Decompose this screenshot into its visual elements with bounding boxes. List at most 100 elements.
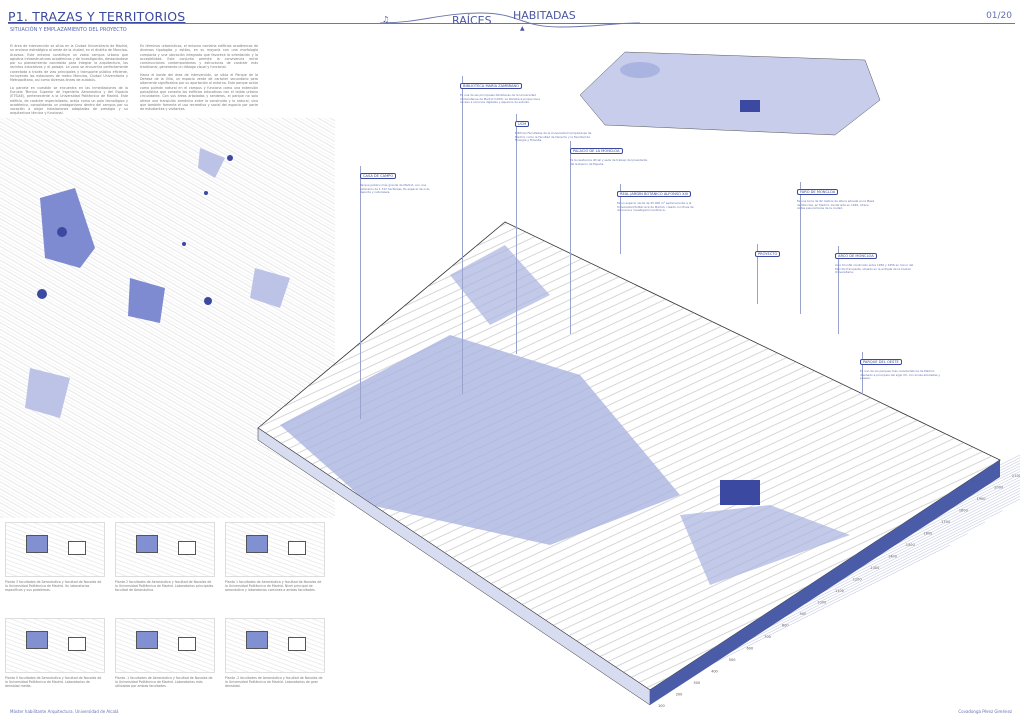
landmark-label: REAL JARDÍN BOTÁNICO ALFONSO XIII (617, 191, 691, 197)
birds-icon: ♫ (382, 15, 389, 24)
landmark-callout: ARCO DE MONCLOA Arco triunfal construido … (835, 242, 915, 275)
raices-heading: RAÍCES (452, 14, 492, 27)
landmark-label: UCM (515, 121, 530, 127)
altitude-label: 1600 (924, 532, 933, 536)
plan-caption: Planta 1 facultades de Aeronáutica y fac… (225, 580, 322, 592)
location-marker (57, 227, 67, 237)
floor-plan: Planta -2 facultades de Aeronáutica y fa… (225, 618, 325, 688)
leader-line (620, 184, 621, 254)
altitude-label: 1100 (835, 589, 844, 593)
altitude-label: 1300 (870, 566, 879, 570)
floor-plan: Planta 3 facultades de Aeronáutica y fac… (5, 522, 105, 592)
landmark-callout: PROYECTO (755, 240, 835, 262)
terrain-side-right (650, 460, 1000, 705)
location-marker (37, 289, 47, 299)
plan-drawing (115, 522, 215, 577)
landmark-callout: PALACIO DE LA MONCLOA Es la residencia of… (570, 137, 650, 166)
landmark-description: Es un espacio verde de 25.000 m² pertene… (617, 201, 694, 213)
altitude-label: 1000 (817, 601, 826, 605)
altitude-label: 900 (800, 612, 807, 616)
leader-line (516, 114, 517, 354)
intro-paragraph: Hacia el borde del área de intervención,… (140, 72, 258, 112)
intro-text-col1: El área de intervención se sitúa en la C… (10, 44, 128, 116)
leader-line (462, 76, 463, 394)
page-subtitle: SITUACIÓN Y EMPLAZAMIENTO DEL PROYECTO (10, 27, 127, 33)
intro-paragraph: En términos urbanísticos, el entorno com… (140, 44, 258, 70)
leader-line (800, 182, 801, 314)
altitude-label: 600 (747, 647, 754, 651)
plan-drawing (225, 522, 325, 577)
landmark-callout: FARO DE MONCLOA Es una torre de 92 metros… (797, 178, 877, 211)
header-rule (8, 23, 1015, 24)
landmark-callout: CASA DE CAMPO Parque público más grande d… (360, 162, 440, 195)
location-marker (227, 155, 233, 161)
plan-caption: Planta 0 facultades de Aeronáutica y fac… (5, 676, 102, 688)
landmark-label: FARO DE MONCLOA (797, 189, 839, 195)
altitude-line (999, 454, 1020, 466)
landmark-description: Es una de las principales bibliotecas de… (460, 93, 540, 105)
landmark-description: Edificios Facultades de la Universidad C… (515, 131, 592, 143)
landmark-label: PALACIO DE LA MONCLOA (570, 148, 623, 154)
floor-plan: Planta 0 facultades de Aeronáutica y fac… (5, 618, 105, 688)
plan-caption: Planta -2 facultades de Aeronáutica y fa… (225, 676, 323, 688)
park-area (280, 335, 680, 545)
habitadas-heading: HABITADAS (513, 9, 576, 22)
landmark-label: BIBLIOTECA MARÍA ZAMBRANO (460, 83, 522, 89)
leader-line (838, 246, 839, 334)
landmark-description: Es la residencia oficial y sede de traba… (570, 158, 648, 166)
city-map (0, 118, 335, 518)
location-marker (182, 242, 186, 246)
floor-plan: Planta -1 facultades de Aeronáutica y fa… (115, 618, 215, 688)
leader-line (757, 244, 758, 304)
landmark-description: Arco triunfal construido entre 1950 y 19… (835, 263, 914, 275)
location-marker (204, 191, 208, 195)
project-highlight (720, 480, 760, 505)
casa-de-campo-area (40, 188, 95, 268)
leader-line (360, 166, 361, 419)
altitude-label: 800 (782, 624, 789, 628)
plan-caption: Planta -1 facultades de Aeronáutica y fa… (115, 676, 213, 688)
footer-author: Covadonga Pérez Giménez (958, 709, 1012, 714)
landmark-description: Parque público más grande de Madrid, con… (360, 183, 431, 195)
plan-drawing (5, 618, 105, 673)
footer-institution: Máster habilitante Arquitectura. Univers… (10, 709, 119, 714)
page-title: P1. TRAZAS Y TERRITORIOS (8, 9, 186, 24)
plan-drawing (5, 522, 105, 577)
altitude-label: 700 (764, 635, 771, 639)
leader-line (570, 141, 571, 334)
landmark-callout: BIBLIOTECA MARÍA ZAMBRANO Es una de las p… (460, 72, 540, 105)
location-marker (204, 297, 212, 305)
intro-text-col2: En términos urbanísticos, el entorno com… (140, 44, 258, 111)
altitude-line (964, 460, 1020, 489)
landmark-label: CASA DE CAMPO (360, 173, 397, 179)
altitude-label: 1500 (906, 543, 915, 547)
altitude-label: 1800 (959, 509, 968, 513)
plan-caption: Planta 2 facultades de Aeronáutica y fac… (115, 580, 214, 592)
altitude-label: 200 (676, 693, 683, 697)
bird-icon: ▲ (520, 25, 525, 32)
landmark-label: ARCO DE MONCLOA (835, 253, 877, 259)
wave-ornament: ♫ ▲ (380, 12, 641, 32)
plan-drawing (225, 618, 325, 673)
altitude-label: 1700 (941, 520, 950, 524)
inset-aerial-map (579, 51, 881, 136)
landmark-description: Es una torre de 92 metros de altura situ… (797, 199, 875, 211)
isometric-terrain-model: 2100200019001800170016001500140013001200… (257, 221, 1020, 708)
altitude-label: 500 (729, 658, 736, 662)
intro-paragraph: La parcela en cuestión se encuentra en l… (10, 85, 128, 116)
page-number: 01/20 (986, 11, 1012, 21)
floor-plan: Planta 2 facultades de Aeronáutica y fac… (115, 522, 215, 592)
landmark-description: Es uno de los parques más característico… (860, 369, 941, 381)
floor-plan: Planta 1 facultades de Aeronáutica y fac… (225, 522, 325, 592)
landmark-callout: REAL JARDÍN BOTÁNICO ALFONSO XIII Es un e… (617, 180, 697, 213)
leader-line (862, 352, 863, 394)
green-area (128, 278, 165, 323)
altitude-label: 300 (693, 681, 700, 685)
landmark-callout: UCM Edificios Facultades de la Universida… (515, 110, 595, 143)
altitude-label: 100 (658, 704, 665, 708)
altitude-label: 1200 (853, 578, 862, 582)
project-highlight (740, 100, 760, 112)
altitude-label: 1400 (888, 555, 897, 559)
altitude-label: 400 (711, 670, 718, 674)
